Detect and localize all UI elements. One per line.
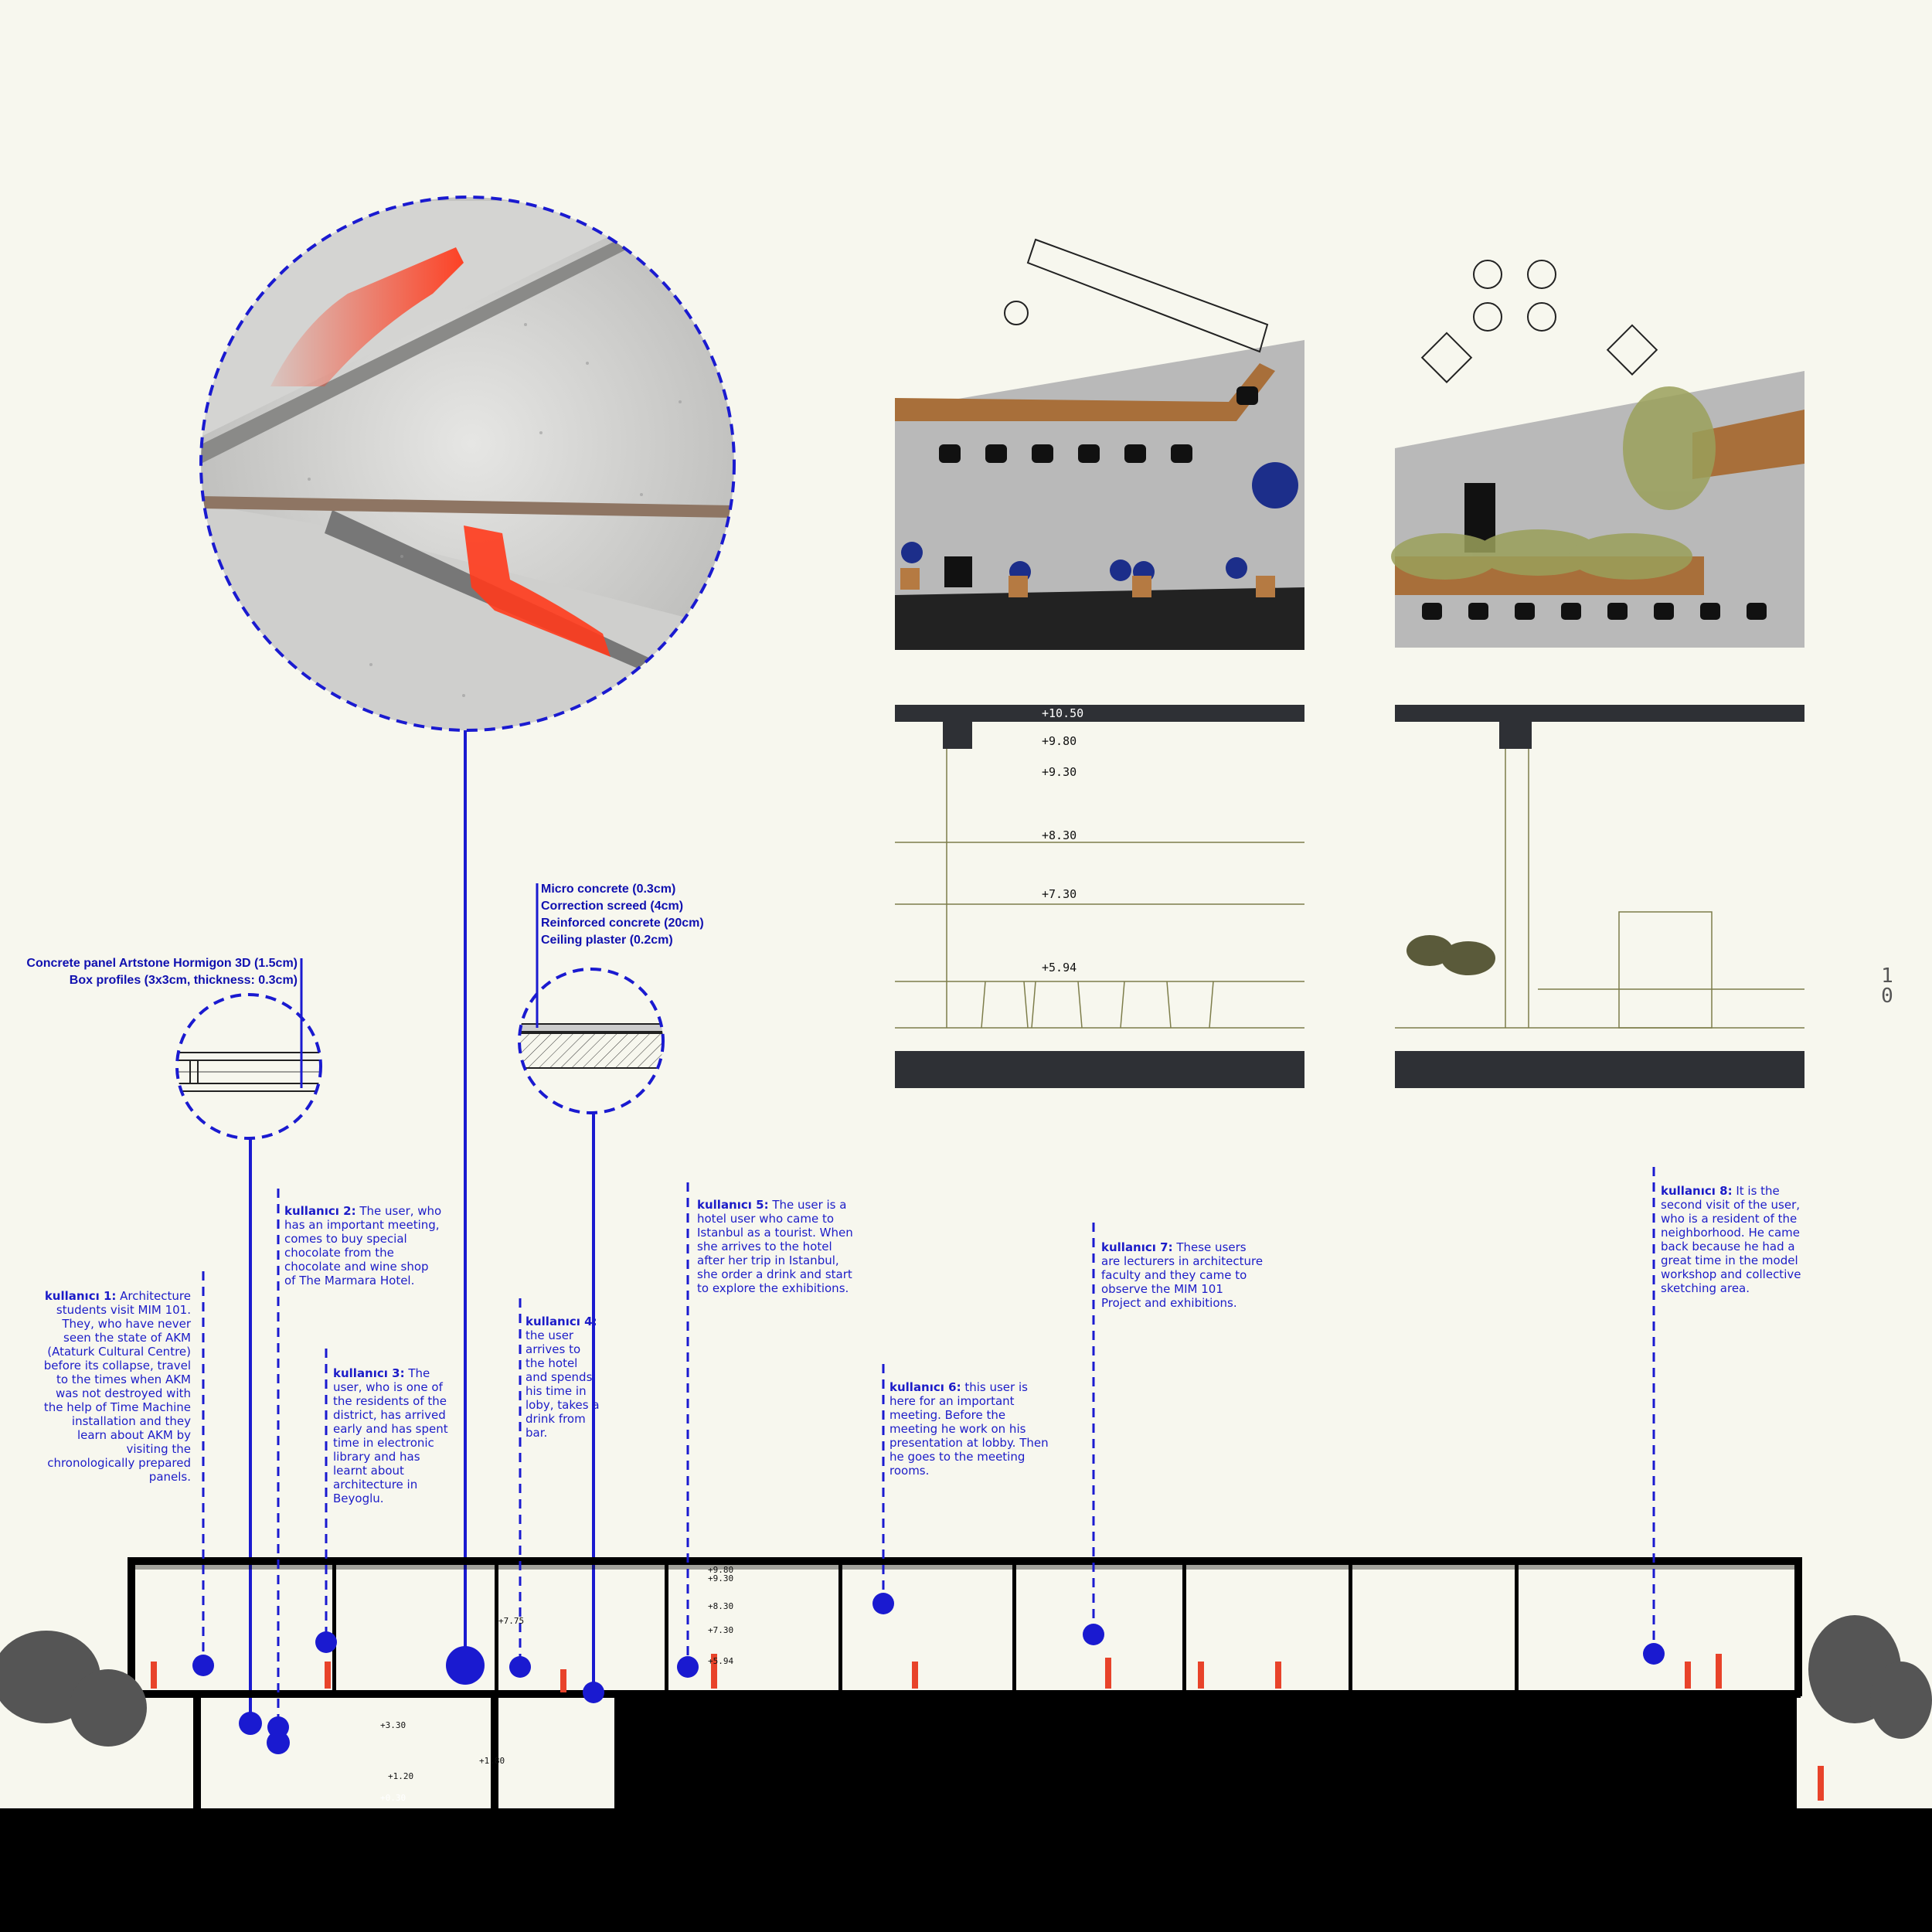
user-dot-8[interactable] <box>1643 1643 1665 1665</box>
slab-spec-note: Micro concrete (0.3cm) Correction screed… <box>541 883 704 947</box>
user-leaders <box>192 1167 1665 1754</box>
detail-level-4: +8.30 <box>1042 828 1077 842</box>
user-name-2: kullanıcı 2: <box>284 1204 356 1218</box>
section-level-3: +8.30 <box>708 1601 734 1611</box>
bar-section-panel <box>895 680 1304 1090</box>
slab-detail-circle <box>518 883 665 1692</box>
user-dot-5[interactable] <box>677 1656 699 1678</box>
section-level-4: +7.30 <box>708 1625 734 1635</box>
user-dot-7[interactable] <box>1083 1624 1104 1645</box>
section-level-6: +7.75 <box>498 1616 525 1626</box>
user-note-3: kullanıcı 3: The user, who is one of the… <box>333 1352 457 1505</box>
user-note-7: kullanıcı 7: These users are lecturers i… <box>1101 1226 1264 1310</box>
user-name-4: kullanıcı 4: <box>526 1315 597 1328</box>
big-circle-outline <box>199 196 736 732</box>
page-number: 1 0 <box>1881 964 1893 1008</box>
user-text-7: These users are lecturers in architectur… <box>1101 1240 1264 1310</box>
user-text-2: The user, who has an important meeting, … <box>284 1204 442 1287</box>
detail-dot-1[interactable] <box>239 1712 262 1735</box>
user-text-6: this user is here for an important meeti… <box>889 1380 1049 1478</box>
bar-plan-panel <box>895 238 1304 650</box>
user-name-6: kullanıcı 6: <box>889 1380 961 1394</box>
detail-dot-4[interactable] <box>267 1731 290 1754</box>
user-text-1: Architecture students visit MIM 101. The… <box>43 1289 191 1484</box>
user-note-4: kullanıcı 4: the user arrives to the hot… <box>526 1301 600 1440</box>
user-dot-3[interactable] <box>315 1631 337 1653</box>
user-name-3: kullanıcı 3: <box>333 1366 405 1380</box>
user-text-5: The user is a hotel user who came to Ist… <box>697 1198 853 1295</box>
user-name-7: kullanıcı 7: <box>1101 1240 1173 1254</box>
panel-detail-circle <box>175 958 322 1723</box>
section-level-10: +0.30 <box>380 1793 406 1803</box>
detail-level-5: +7.30 <box>1042 887 1077 901</box>
user-name-8: kullanıcı 8: <box>1661 1184 1733 1198</box>
lounge-plan-panel <box>1391 238 1804 648</box>
user-note-5: kullanıcı 5: The user is a hotel user wh… <box>697 1184 861 1295</box>
user-name-5: kullanıcı 5: <box>697 1198 769 1212</box>
user-text-4: the user arrives to the hotel and spends… <box>526 1328 600 1440</box>
detail-level-3: +9.30 <box>1042 765 1077 779</box>
user-note-6: kullanıcı 6: this user is here for an im… <box>889 1366 1052 1478</box>
section-level-9: +1.20 <box>388 1771 414 1781</box>
detail-dot-3[interactable] <box>446 1646 485 1685</box>
section-level-1: +9.80 <box>708 1565 734 1575</box>
panel-spec-note: Concrete panel Artstone Hormigon 3D (1.5… <box>26 957 298 987</box>
user-dot-4[interactable] <box>509 1656 531 1678</box>
user-name-1: kullanıcı 1: <box>44 1289 117 1303</box>
building-section <box>0 1557 1932 1932</box>
lounge-section-panel <box>1395 680 1804 1090</box>
detail-level-2: +9.80 <box>1042 734 1077 748</box>
detail-level-6: +5.94 <box>1042 961 1077 975</box>
detail-dot-2[interactable] <box>583 1682 604 1703</box>
section-level-7: +3.30 <box>380 1720 406 1730</box>
user-note-8: kullanıcı 8: It is the second visit of t… <box>1661 1170 1823 1295</box>
section-level-2: +9.30 <box>708 1573 734 1583</box>
section-level-8: +1.80 <box>479 1756 505 1766</box>
detail-level-1: +10.50 <box>1042 706 1084 720</box>
user-text-8: It is the second visit of the user, who … <box>1661 1184 1801 1295</box>
user-text-3: The user, who is one of the residents of… <box>333 1366 448 1505</box>
user-note-2: kullanıcı 2: The user, who has an import… <box>284 1190 443 1287</box>
user-note-1: kullanıcı 1: Architecture students visit… <box>43 1275 191 1484</box>
user-dot-1[interactable] <box>192 1655 214 1676</box>
user-dot-6[interactable] <box>872 1593 894 1614</box>
concrete-detail-circle <box>201 197 734 730</box>
section-level-5: +5.94 <box>708 1656 734 1666</box>
